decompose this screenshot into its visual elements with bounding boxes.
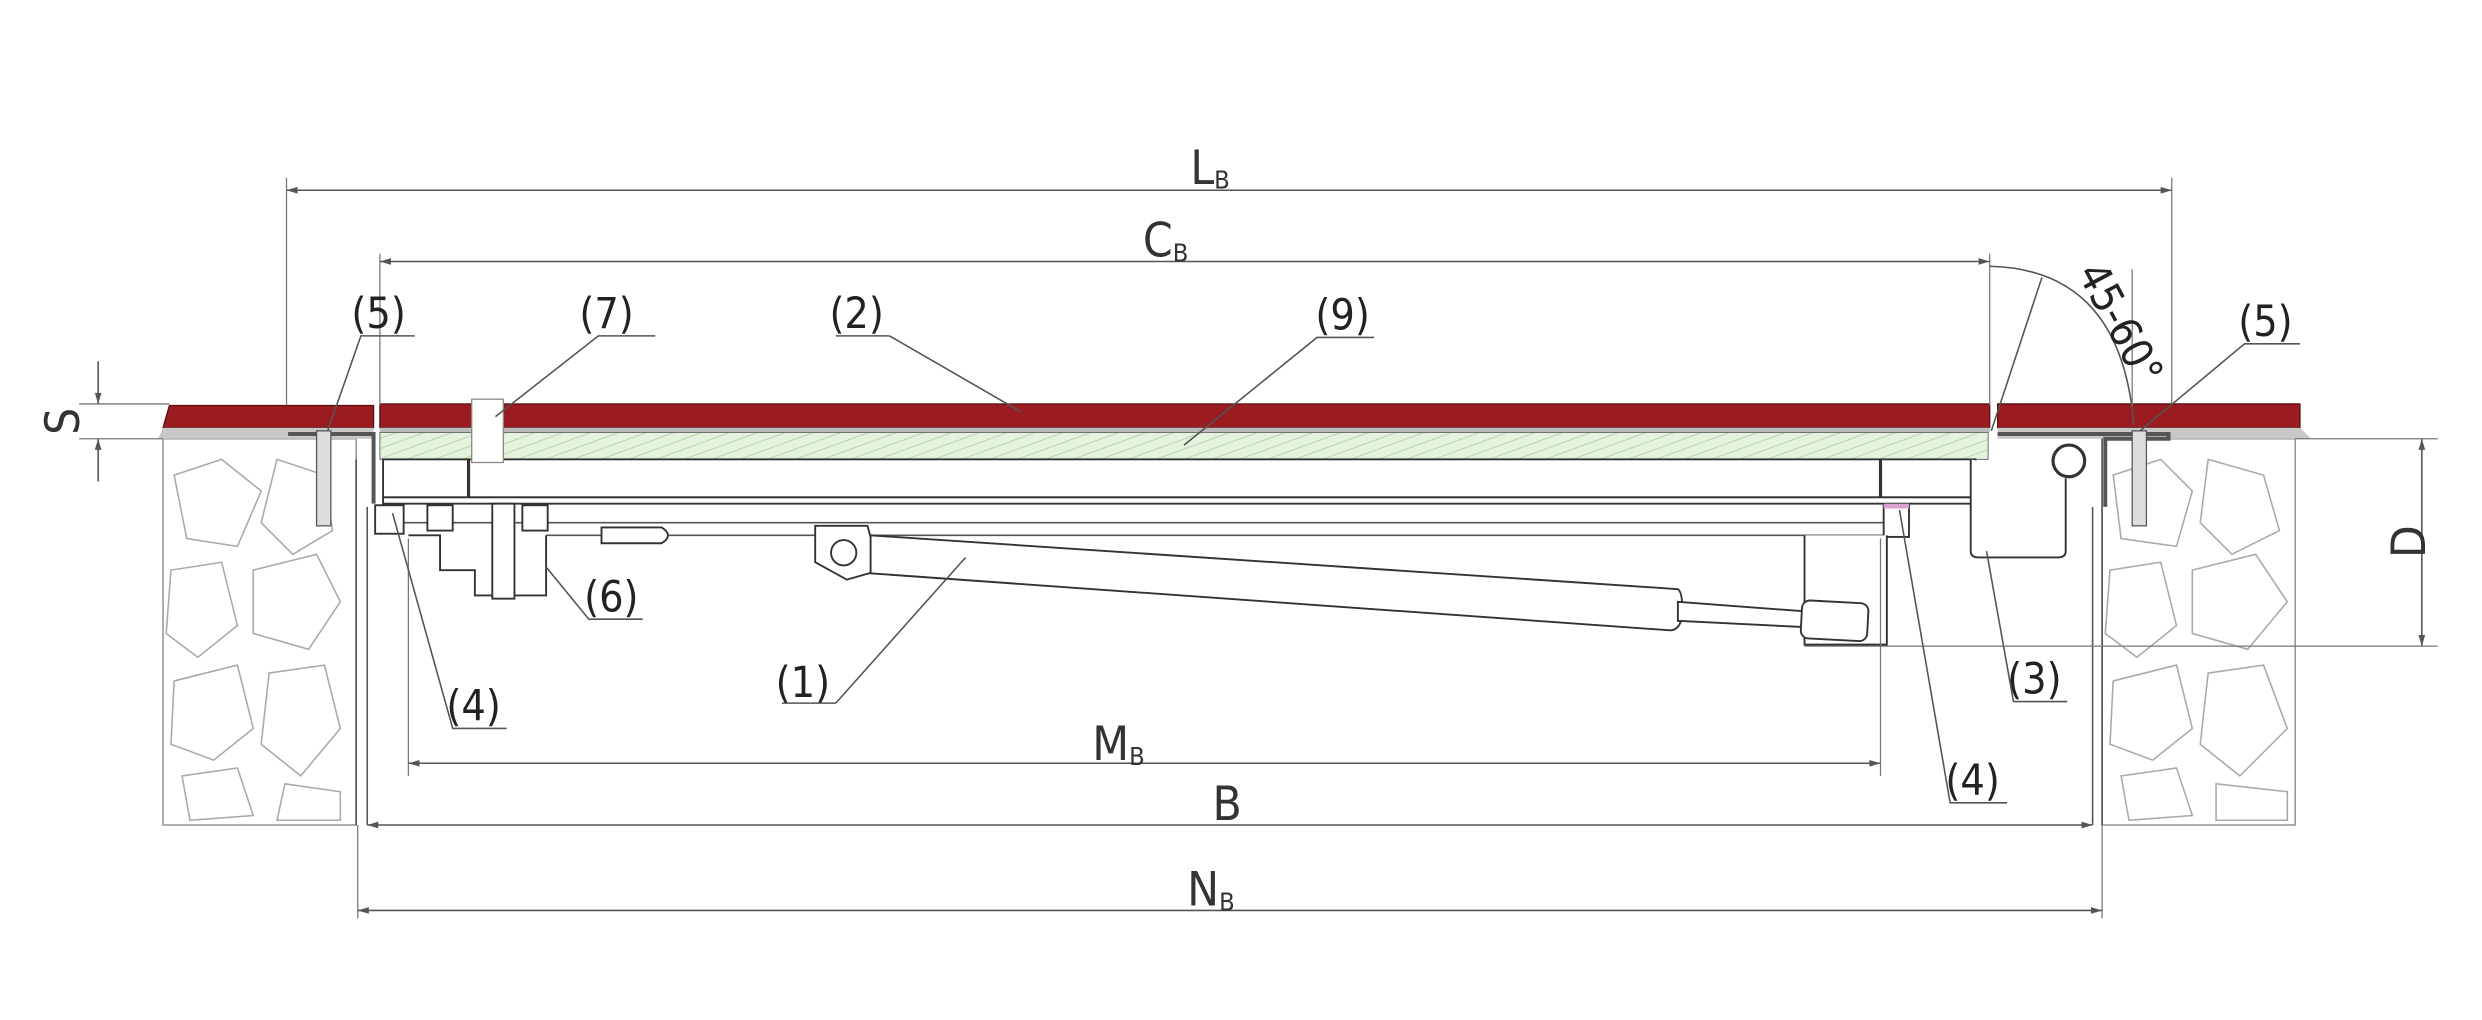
dim-lb: LB: [1190, 141, 1229, 196]
svg-text:(5): (5): [2238, 297, 2292, 347]
gas-spring: [814, 524, 1870, 643]
svg-text:(6): (6): [584, 572, 638, 622]
insulation-layer: [379, 431, 1989, 460]
svg-text:(4): (4): [446, 682, 500, 732]
callout-4-left: (4): [391, 512, 507, 732]
dim-cb: CB: [1143, 214, 1188, 269]
svg-text:(3): (3): [2007, 655, 2061, 705]
dim-nb: NB: [1187, 863, 1235, 918]
dim-mb: MB: [1092, 717, 1144, 772]
dim-s: S: [36, 408, 91, 435]
callout-7: (7): [494, 289, 656, 418]
callout-4-right: (4): [1898, 509, 2008, 806]
svg-text:(7): (7): [579, 289, 633, 339]
right-stone-wall: [2101, 437, 2297, 826]
callout-1: (1): [776, 556, 967, 708]
dim-d: D: [2382, 525, 2437, 558]
hatch-frame: [288, 398, 2171, 825]
svg-text:(9): (9): [1315, 291, 1369, 341]
dimension-lines: [79, 177, 2438, 919]
angle-label: 45-60°: [2067, 254, 2173, 393]
callouts: (5) (7) (2) (9) (5) (6) (1) (4) (3) (4): [326, 289, 2300, 806]
svg-text:(2): (2): [829, 289, 883, 339]
dim-b: B: [1213, 777, 1242, 832]
svg-text:(5): (5): [351, 289, 405, 339]
callout-6: (6): [545, 566, 643, 622]
svg-text:(4): (4): [1945, 756, 1999, 806]
callout-9: (9): [1183, 291, 1374, 446]
callout-2: (2): [829, 289, 1022, 413]
callout-5-right: (5): [2139, 297, 2300, 432]
callout-5-left: (5): [326, 289, 415, 432]
callout-3: (3): [1985, 551, 2068, 705]
svg-text:(1): (1): [776, 658, 830, 708]
